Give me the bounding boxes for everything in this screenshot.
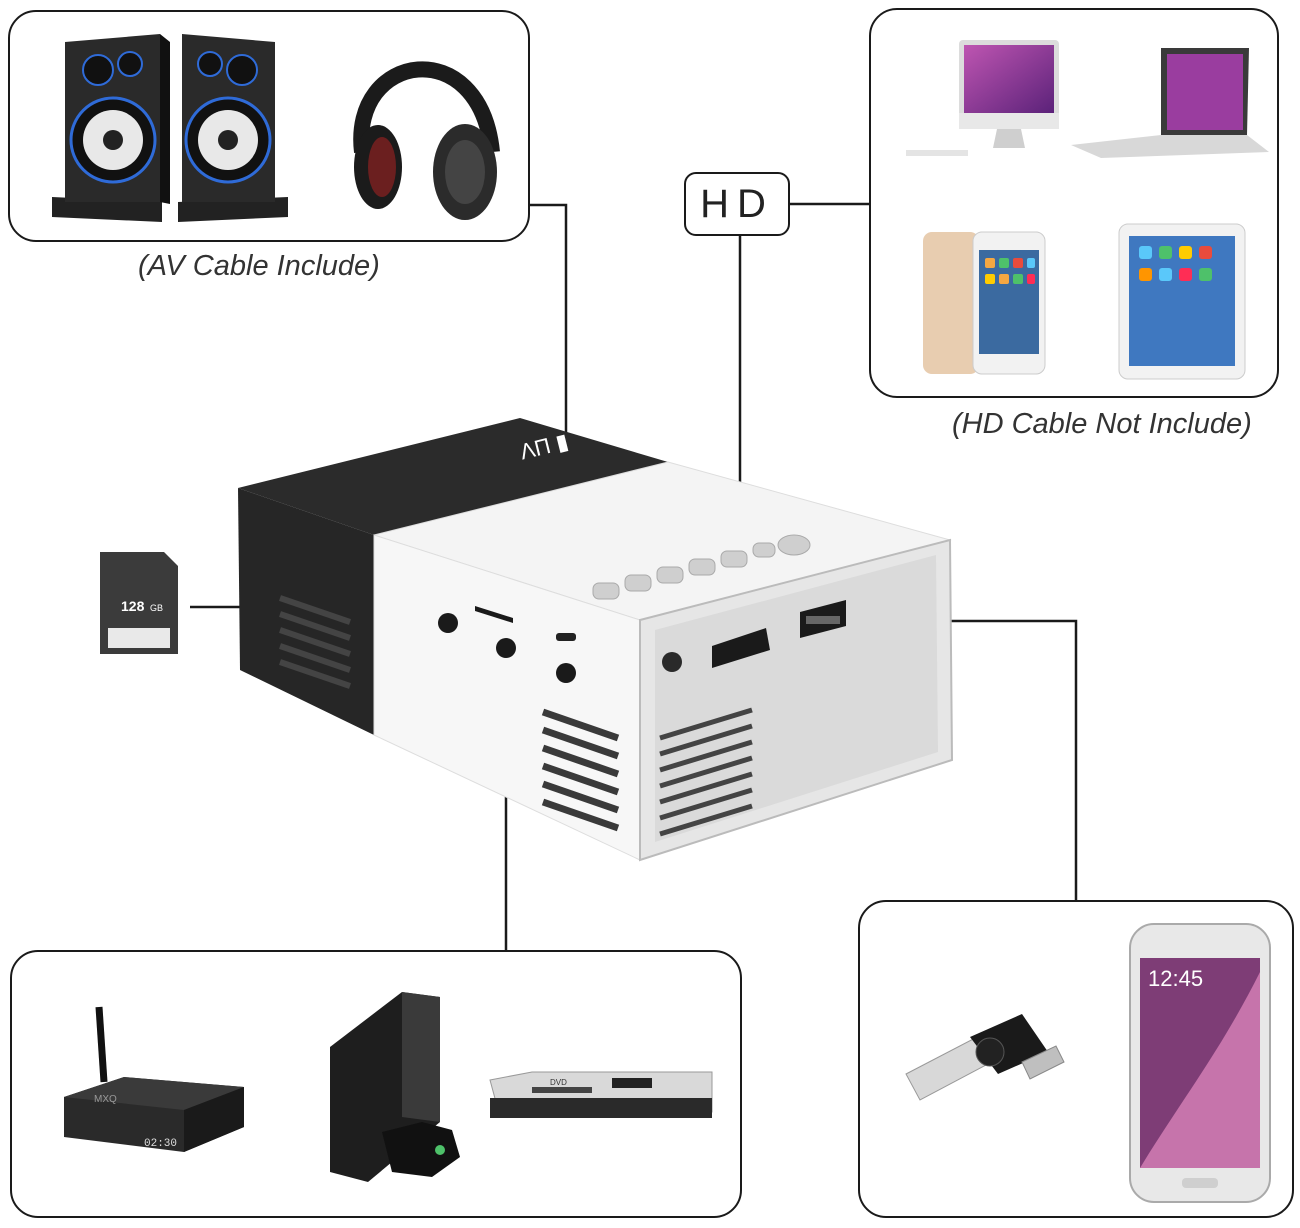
speakers-icon <box>52 34 288 222</box>
dvd-player-icon: DVD <box>489 1071 713 1118</box>
phone-clock: 12:45 <box>1148 966 1203 991</box>
hd-caption: (HD Cable Not Include) <box>952 408 1252 440</box>
av-sources-illustration: MXQ 02:30 DVD <box>64 992 713 1182</box>
settop-brand: MXQ <box>94 1094 117 1105</box>
usb-sources-illustration: 12:45 <box>905 923 1271 1203</box>
dvd-logo: DVD <box>550 1078 567 1087</box>
av-caption: (AV Cable Include) <box>138 250 380 282</box>
hd-label: HD <box>684 172 790 236</box>
audio-devices-illustration <box>52 34 500 222</box>
laptop-icon <box>1071 48 1269 158</box>
audio-output-box <box>8 10 530 242</box>
galaxy-phone-icon: 12:45 <box>1129 923 1271 1203</box>
hd-source-box <box>869 8 1279 398</box>
av-connector-line <box>528 203 568 640</box>
headphones-icon <box>353 61 500 220</box>
av-source-box: MXQ 02:30 DVD <box>10 950 742 1218</box>
usb-flash-drive-icon <box>905 1014 1065 1101</box>
usb-source-box: 12:45 <box>858 900 1294 1218</box>
tv-box-icon: MXQ 02:30 <box>64 1006 244 1152</box>
ipad-icon <box>1118 223 1246 380</box>
hd-devices-illustration <box>906 40 1269 380</box>
iphone-gold-icon <box>923 231 1046 375</box>
settop-clock: 02:30 <box>144 1138 177 1150</box>
usb-connector-line <box>830 619 1078 900</box>
xbox-console-icon <box>330 992 460 1182</box>
imac-icon <box>906 40 1059 156</box>
